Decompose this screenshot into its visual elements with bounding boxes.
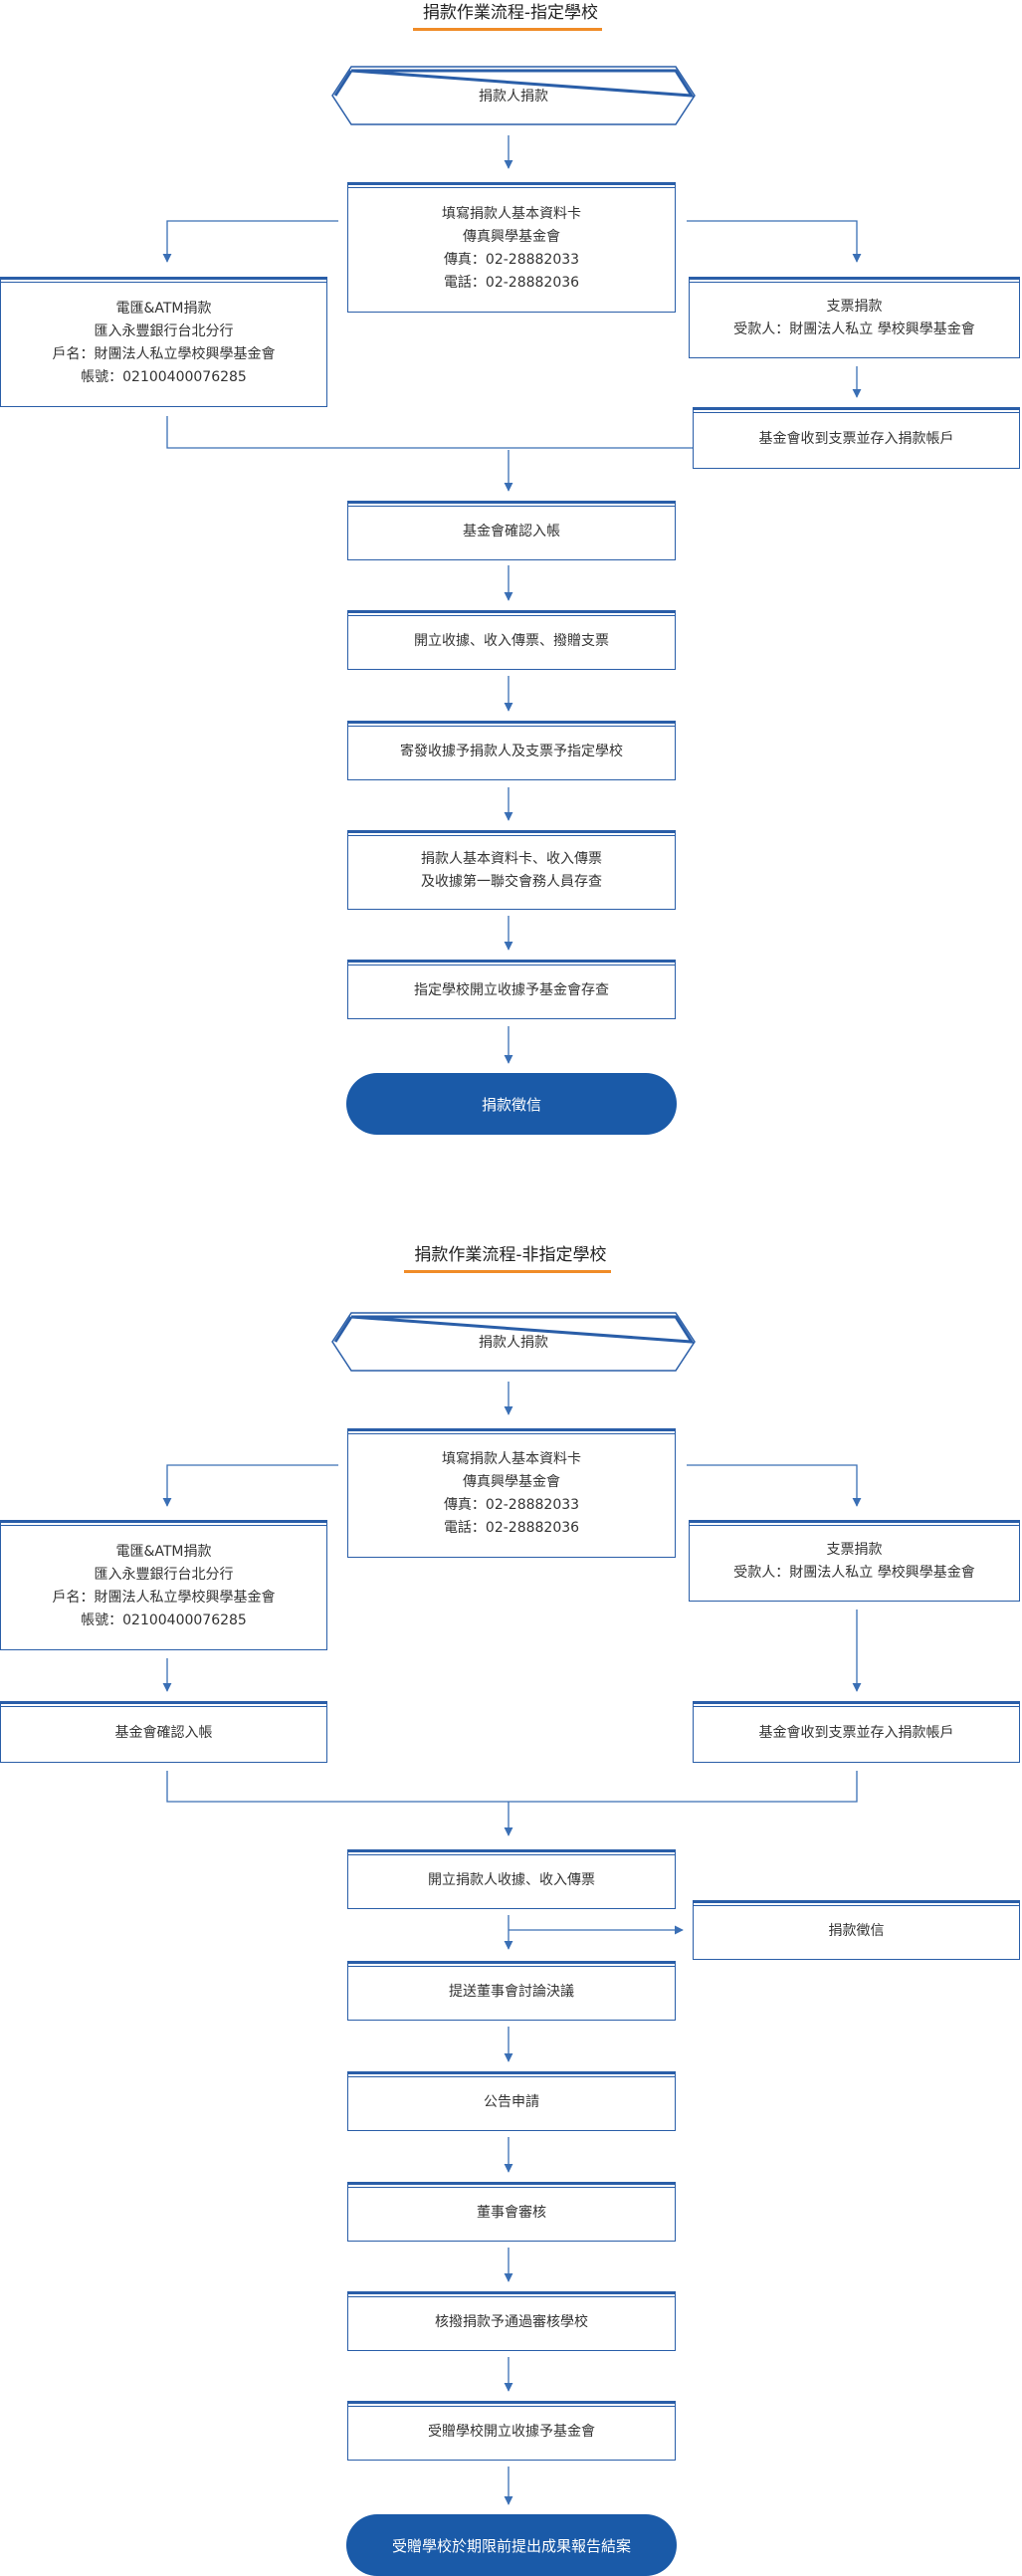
atm-line: 帳號：02100400076285 [81, 368, 247, 385]
flow1-issue-box: 開立收據、收入傳票、撥贈支票 [347, 610, 676, 670]
atm-line: 帳號：02100400076285 [81, 1611, 247, 1628]
check-line: 受款人：財團法人私立 學校興學基金會 [733, 1565, 975, 1581]
arrow [162, 1464, 338, 1507]
flow1-school-receipt-box: 指定學校開立收據予基金會存查 [347, 960, 676, 1019]
flow2-check-deposit-box: 基金會收到支票並存入捐款帳戶 [693, 1701, 1020, 1763]
connector [166, 1771, 858, 1803]
form-line: 電話：02-28882036 [443, 1520, 580, 1536]
flow1-form-box: 填寫捐款人基本資料卡 傳真興學基金會 傳真：02-28882033 電話：02-… [347, 182, 676, 313]
check-line: 受款人：財團法人私立 學校興學基金會 [733, 322, 975, 337]
flow1-start-node: 捐款人捐款 [331, 66, 696, 125]
form-line: 填寫捐款人基本資料卡 [442, 1451, 581, 1467]
atm-line: 電匯&ATM捐款 [115, 300, 212, 317]
review-label: 董事會審核 [477, 2204, 546, 2221]
flow1-title: 捐款作業流程-指定學校 [422, 3, 599, 23]
connector [166, 416, 693, 449]
hexagon-shape [331, 66, 696, 125]
board-label: 提送董事會討論決議 [449, 1983, 574, 2000]
check-deposit-label: 基金會收到支票並存入捐款帳戶 [758, 1724, 954, 1741]
flow2-atm-box: 電匯&ATM捐款 匯入永豐銀行台北分行 戶名：財團法人私立學校興學基金會 帳號：… [0, 1520, 327, 1650]
flow1-archive-box: 捐款人基本資料卡、收入傳票 及收據第一聯交會務人員存查 [347, 830, 676, 910]
arrow [162, 220, 338, 263]
flow2-end-node: 受贈學校於期限前提出成果報告結案 [346, 2514, 677, 2576]
atm-line: 匯入永豐銀行台北分行 [94, 1566, 234, 1583]
flow2-review-box: 董事會審核 [347, 2182, 676, 2242]
flow1-atm-box: 電匯&ATM捐款 匯入永豐銀行台北分行 戶名：財團法人私立學校興學基金會 帳號：… [0, 277, 327, 407]
flow2-issue-box: 開立捐款人收據、收入傳票 [347, 1849, 676, 1909]
flow1-confirm-box: 基金會確認入帳 [347, 501, 676, 560]
check-line: 支票捐款 [826, 299, 883, 315]
flow2-form-box: 填寫捐款人基本資料卡 傳真興學基金會 傳真：02-28882033 電話：02-… [347, 1428, 676, 1558]
flow2-allocate-box: 核撥捐款予通過審核學校 [347, 2291, 676, 2351]
flow1-send-box: 寄發收據予捐款人及支票予指定學校 [347, 721, 676, 780]
issue-label: 開立收據、收入傳票、撥贈支票 [414, 632, 609, 649]
form-line: 傳真興學基金會 [463, 1474, 560, 1490]
atm-line: 戶名：財團法人私立學校興學基金會 [52, 1589, 276, 1606]
issue-label: 開立捐款人收據、收入傳票 [428, 1871, 595, 1888]
flow1-check-deposit-box: 基金會收到支票並存入捐款帳戶 [693, 407, 1020, 469]
hexagon-shape [331, 1312, 696, 1372]
flow2-title: 捐款作業流程-非指定學校 [414, 1245, 607, 1265]
form-line: 傳真：02-28882033 [443, 1497, 580, 1513]
allocate-label: 核撥捐款予通過審核學校 [435, 2313, 588, 2330]
flow2-credit-box: 捐款徵信 [693, 1900, 1020, 1960]
receipt-label: 受贈學校開立收據予基金會 [428, 2423, 595, 2440]
form-line: 填寫捐款人基本資料卡 [442, 205, 581, 222]
form-line: 電話：02-28882036 [443, 274, 580, 291]
check-deposit-label: 基金會收到支票並存入捐款帳戶 [758, 430, 954, 447]
flow2-title-underline [404, 1270, 611, 1273]
atm-line: 匯入永豐銀行台北分行 [94, 322, 234, 339]
atm-line: 戶名：財團法人私立學校興學基金會 [52, 345, 276, 362]
archive-line: 捐款人基本資料卡、收入傳票 [421, 851, 602, 867]
flow2-atm-confirm-box: 基金會確認入帳 [0, 1701, 327, 1763]
flow2-receipt-box: 受贈學校開立收據予基金會 [347, 2401, 676, 2461]
atm-confirm-label: 基金會確認入帳 [114, 1724, 213, 1741]
flow2-check-box: 支票捐款 受款人：財團法人私立 學校興學基金會 [689, 1520, 1020, 1602]
announce-label: 公告申請 [484, 2093, 539, 2110]
flow2-start-label: 捐款人捐款 [479, 1335, 548, 1351]
form-line: 傳真興學基金會 [463, 228, 560, 245]
flow2-announce-box: 公告申請 [347, 2071, 676, 2131]
send-label: 寄發收據予捐款人及支票予指定學校 [400, 743, 623, 759]
flow2-board-box: 提送董事會討論決議 [347, 1961, 676, 2021]
check-line: 支票捐款 [826, 1542, 883, 1558]
flow1-check-box: 支票捐款 受款人：財團法人私立 學校興學基金會 [689, 277, 1020, 358]
flow1-title-underline [413, 28, 602, 31]
flow1-start-label: 捐款人捐款 [479, 89, 548, 105]
credit-label: 捐款徵信 [828, 1922, 885, 1939]
atm-line: 電匯&ATM捐款 [115, 1543, 212, 1560]
school-receipt-label: 指定學校開立收據予基金會存查 [414, 981, 609, 998]
arrow [687, 220, 862, 263]
arrow [687, 1464, 862, 1507]
archive-line: 及收據第一聯交會務人員存查 [421, 874, 602, 890]
form-line: 傳真：02-28882033 [443, 251, 580, 268]
confirm-label: 基金會確認入帳 [463, 523, 560, 539]
flow2-start-node: 捐款人捐款 [331, 1312, 696, 1372]
flow1-end-node: 捐款徵信 [346, 1073, 677, 1135]
